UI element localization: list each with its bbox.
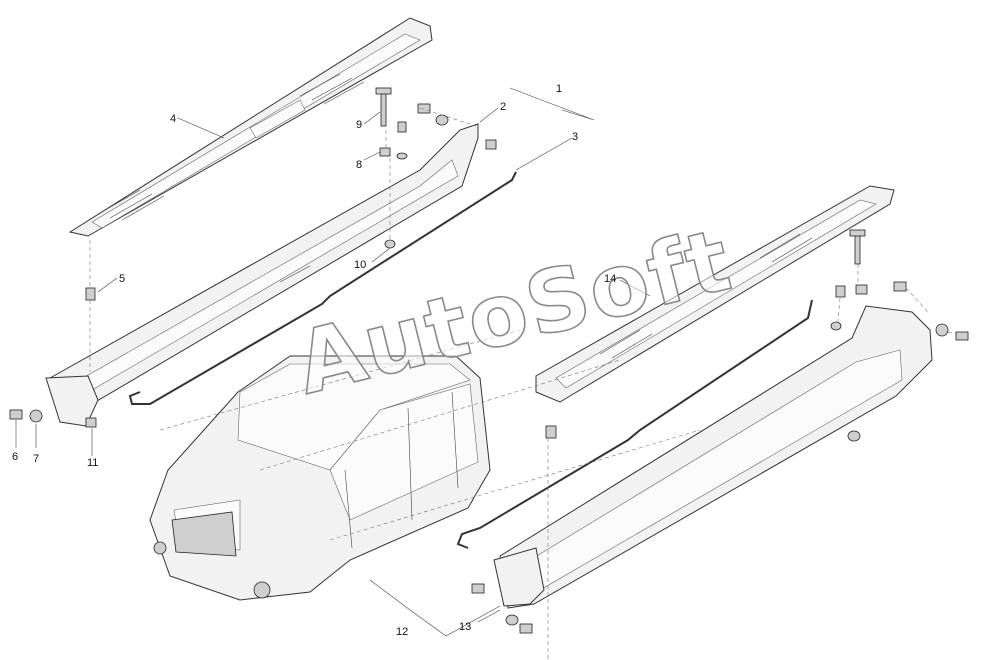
callout-3: 3 — [572, 131, 578, 143]
callout-9: 9 — [356, 119, 362, 131]
callout-8: 8 — [356, 159, 362, 171]
callout-2: 2 — [500, 101, 506, 113]
leader-lines — [15, 87, 651, 637]
right-retaining-rod — [456, 299, 813, 549]
callout-5: 5 — [119, 273, 125, 285]
callout-4: 4 — [170, 113, 176, 125]
suv-body-icon — [149, 355, 491, 601]
callout-6: 6 — [12, 451, 18, 463]
callout-7: 7 — [33, 453, 39, 465]
callout-14: 14 — [604, 273, 616, 285]
callout-11: 11 — [87, 457, 98, 469]
bolt-icon — [9, 87, 969, 634]
assembly-guides — [89, 107, 957, 660]
callout-10: 10 — [354, 259, 366, 271]
left-step-plate — [68, 17, 433, 237]
callout-13: 13 — [459, 621, 471, 633]
left-retaining-rod — [128, 171, 517, 405]
left-sill-moulding — [45, 123, 479, 427]
right-sill-moulding — [493, 305, 933, 609]
callout-labels: 1 2 3 4 5 6 7 8 9 10 11 12 13 14 — [12, 83, 616, 638]
right-step-plate — [535, 185, 895, 403]
callout-1: 1 — [556, 83, 562, 95]
callout-12: 12 — [396, 626, 408, 638]
